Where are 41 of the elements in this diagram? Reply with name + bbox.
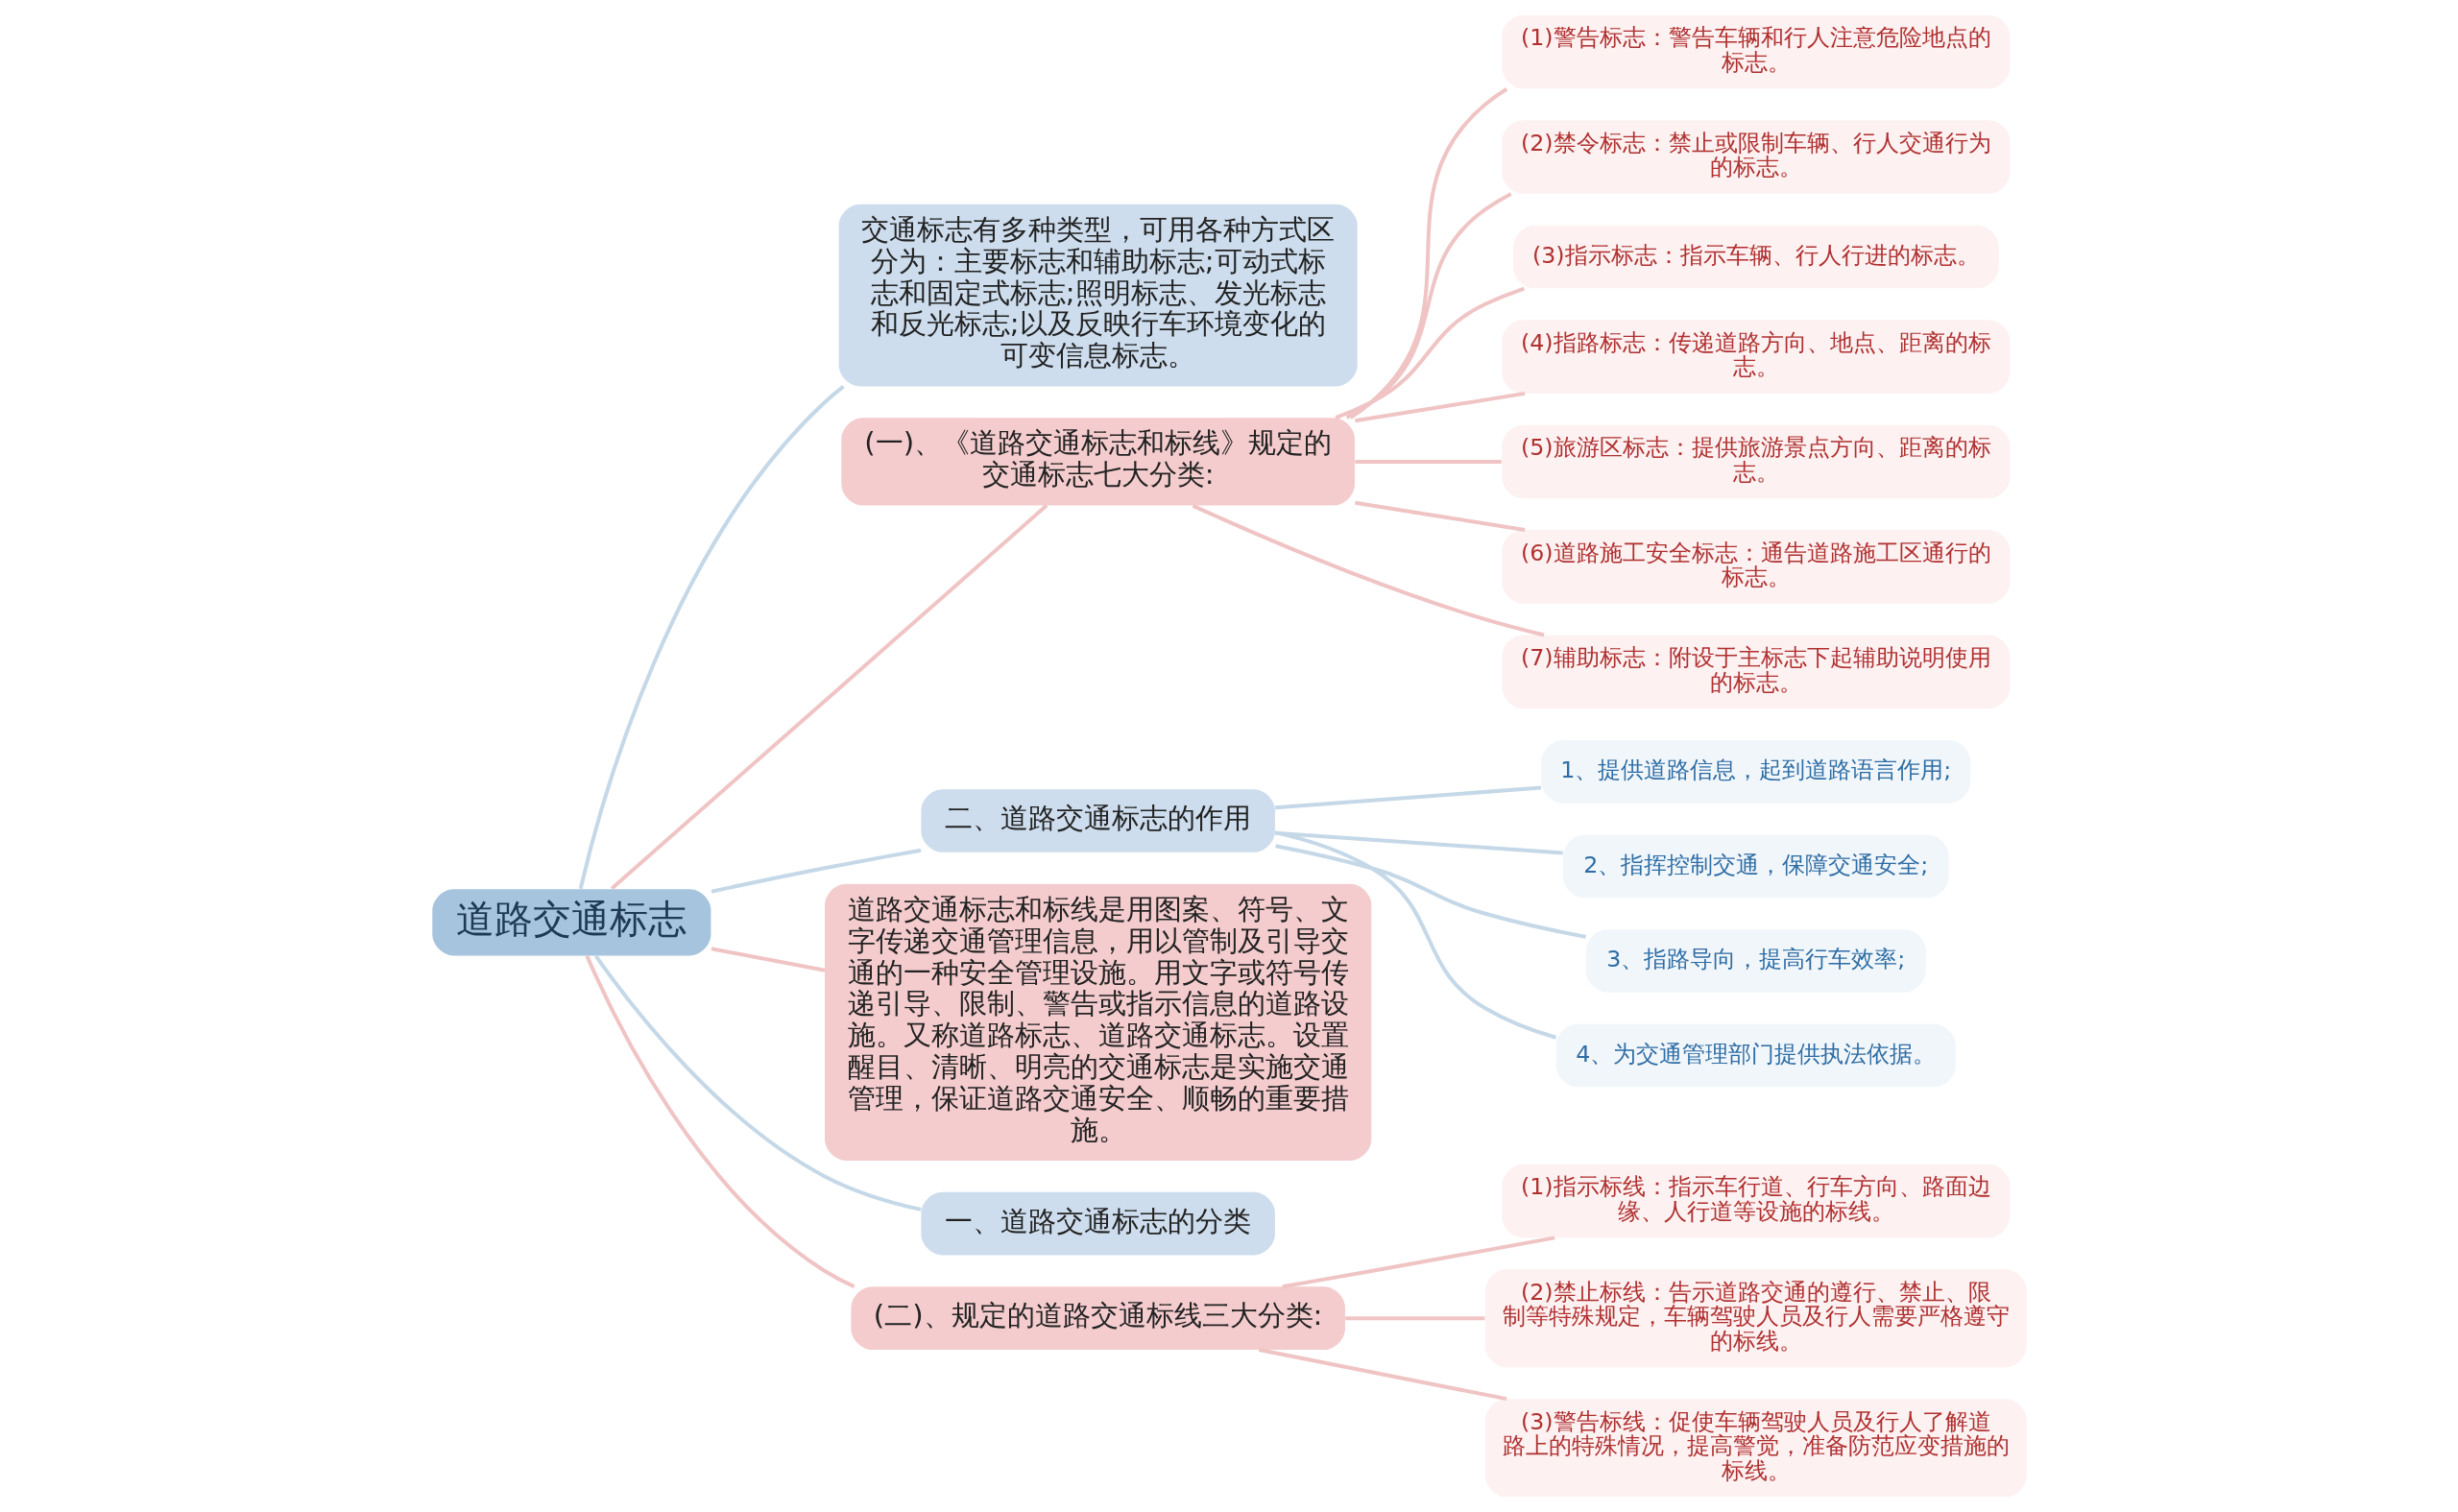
node-box: (2)禁令标志：禁止或限制车辆、行人交通行为的标志。: [1501, 120, 2010, 194]
node-box: (7)辅助标志：附设于主标志下起辅助说明使用的标志。: [1501, 635, 2010, 709]
node-box: (2)禁止标线：告示道路交通的遵行、禁止、限制等特殊规定，车辆驾驶人员及行人需要严格遵守的标线。: [1484, 1269, 2027, 1368]
node-box: 道路交通标志和标线是用图案、符号、文字传递交通管理信息，用以管制及引导交通的一种安全管理设施。用文字或符号传递引导、限制、警告或指示信息的道路设施。又称道路标志、道路交通标志。设置醒目、清晰、明亮的交通标志是实施交通管理，保证道路交通安全、顺畅的重要措施。: [824, 883, 1371, 1161]
node-box: (6)道路施工安全标志：通告道路施工区通行的标志。: [1501, 530, 2010, 604]
node-box: 3、指路导向，提高行车效率;: [1585, 929, 1926, 993]
connector: [1354, 459, 1502, 464]
connector: [1354, 391, 1525, 423]
connector: [1344, 1316, 1484, 1321]
connector: [585, 954, 855, 1288]
connector: [593, 954, 922, 1212]
connector: [610, 504, 1048, 891]
connector: [1274, 785, 1541, 810]
connector: [1345, 192, 1512, 420]
node-box: 1、提供道路信息，起到道路语言作用;: [1540, 740, 1970, 804]
node-box: (4)指路标志：传递道路方向、地点、距离的标志。: [1501, 320, 2010, 394]
node-box: 2、指挥控制交通，保障交通安全;: [1562, 834, 1948, 899]
connector: [1354, 500, 1525, 533]
node-box: 交通标志有多种类型，可用各种方式区分为：主要标志和辅助标志;可动式标志和固定式标志;照明标志、发光标志和反光标志;以及反映行车环境变化的可变信息标志。: [838, 204, 1358, 387]
node-box: 道路交通标志: [431, 889, 711, 956]
node-box: (二)、规定的道路交通标线三大分类:: [850, 1286, 1345, 1351]
node-box: (1)警告标志：警告车辆和行人注意危险地点的标志。: [1501, 14, 2010, 89]
connector: [578, 384, 845, 890]
node-box: (一)、《道路交通标志和标线》规定的交通标志七大分类:: [840, 418, 1355, 506]
connector: [1192, 504, 1545, 637]
connector: [1274, 844, 1586, 939]
connector: [711, 947, 825, 972]
connector: [1334, 286, 1525, 420]
node-box: (1)指示标线：指示车行道、行车方向、路面边缘、人行道等设施的标线。: [1501, 1164, 2010, 1238]
connector: [1274, 830, 1563, 855]
connector: [711, 848, 921, 894]
node-box: (5)旅游区标志：提供旅游景点方向、距离的标志。: [1501, 424, 2010, 499]
connector: [1274, 830, 1556, 1040]
connector: [1258, 1348, 1506, 1402]
node-box: 一、道路交通标志的分类: [920, 1191, 1275, 1256]
node-box: 4、为交通管理部门提供执法依据。: [1555, 1023, 1956, 1088]
node-box: (3)警告标线：促使车辆驾驶人员及行人了解道路上的特殊情况，提高警觉，准备防范应变措施的标线。: [1484, 1399, 2027, 1498]
node-box: (3)指示标志：指示车辆、行人行进的标志。: [1512, 225, 1998, 289]
connector: [1281, 1236, 1554, 1289]
node-box: 二、道路交通标志的作用: [920, 789, 1275, 852]
connector: [1348, 87, 1507, 420]
